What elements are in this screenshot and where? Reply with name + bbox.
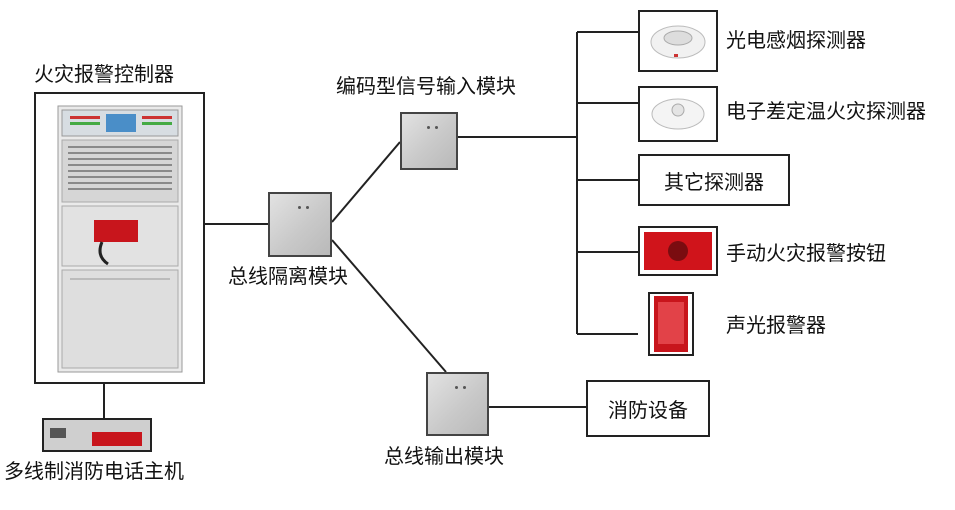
input-module-label: 编码型信号输入模块 [336, 74, 516, 98]
device-label-other: 其它探测器 [664, 169, 764, 194]
device-label-strobe: 声光报警器 [726, 313, 826, 337]
bus-output-module [426, 372, 489, 436]
signal-input-module [400, 112, 458, 170]
bus-isolation-module [268, 192, 332, 257]
module-led [427, 126, 430, 129]
fire-equipment-label: 消防设备 [608, 398, 688, 422]
module-led [435, 126, 438, 129]
heat-detector-thumb [638, 86, 718, 142]
manual-button-thumb [638, 226, 718, 276]
device-label-smoke: 光电感烟探测器 [726, 28, 866, 52]
phone-host-unit [42, 418, 152, 452]
module-led [463, 386, 466, 389]
phone-host-icon [50, 428, 142, 446]
device-label-manual-button: 手动火灾报警按钮 [726, 241, 886, 265]
controller-label: 火灾报警控制器 [34, 62, 174, 86]
device-label-heat: 电子差定温火灾探测器 [726, 99, 926, 123]
phone-host-label: 多线制消防电话主机 [4, 459, 184, 483]
heat-detector-icon [651, 98, 705, 130]
strobe-alarm-thumb [648, 292, 694, 356]
smoke-detector-icon [650, 25, 706, 59]
module-led [298, 206, 301, 209]
other-detectors-box: 其它探测器 [638, 154, 790, 206]
output-module-label: 总线输出模块 [384, 444, 504, 468]
sounder-strobe-icon [654, 296, 688, 352]
module-led [306, 206, 309, 209]
isolation-module-label: 总线隔离模块 [228, 264, 348, 288]
module-led [455, 386, 458, 389]
fire-alarm-controller [34, 92, 205, 384]
smoke-detector-thumb [638, 10, 718, 72]
manual-alarm-button-icon [644, 232, 712, 270]
controller-cabinet-icon [57, 105, 183, 373]
fire-equipment-box: 消防设备 [586, 380, 710, 437]
